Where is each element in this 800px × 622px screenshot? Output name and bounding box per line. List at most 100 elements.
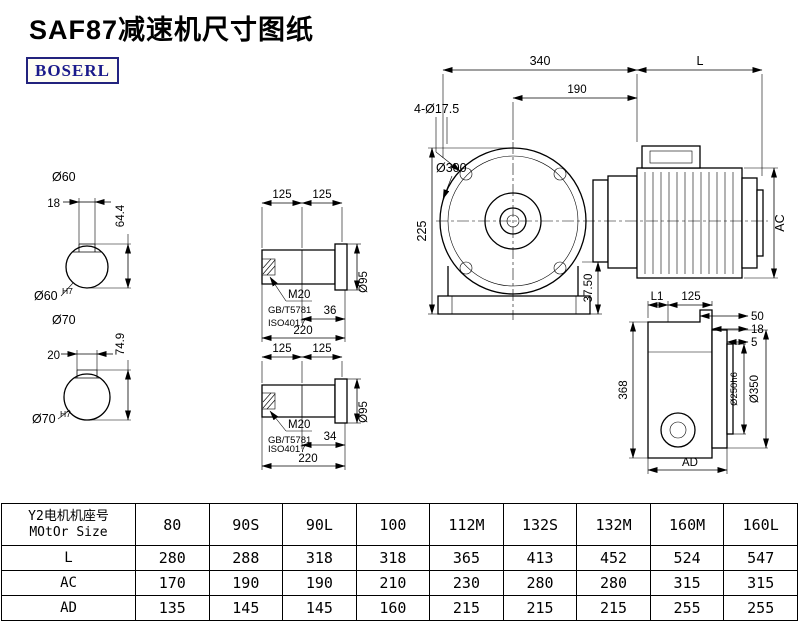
table-cell: 190: [282, 570, 357, 596]
keywidth18-label: 18: [47, 198, 60, 210]
table-cell: 230: [429, 570, 504, 596]
table-cell: 413: [502, 545, 578, 571]
shaft-flange-95: [334, 243, 348, 291]
dim340-label: 340: [530, 54, 551, 68]
col-header: 80: [135, 503, 210, 546]
fit70-label: Ø70: [32, 412, 56, 426]
front-view: 340 L 190 4-Ø17.5 Ø300 225 37.50: [414, 54, 787, 320]
height749-label: 74.9: [115, 333, 127, 355]
dimL1-label: L1: [651, 291, 664, 303]
table-cell: 318: [282, 545, 357, 571]
dim5-label: 5: [751, 337, 757, 349]
std-gb-label: GB/T5781: [268, 305, 311, 316]
holes-label: 4-Ø17.5: [414, 102, 459, 116]
table-cell: 365: [429, 545, 504, 571]
dim3750-label: 37.50: [583, 274, 595, 303]
thread-m20-label: M20: [288, 419, 310, 431]
table-cell: 288: [208, 545, 284, 571]
shaft-bore-70: [63, 373, 111, 421]
table-cell: 210: [355, 570, 431, 596]
shaft-detail-bottom: 125 125 M20 GB/T5781 ISO4017 34 220: [261, 343, 370, 470]
header-en: MOtOr Size: [29, 524, 108, 540]
table-cell: 160: [355, 595, 431, 621]
table-cell: 255: [723, 595, 798, 621]
bolt-hole: [553, 167, 567, 181]
len220-label: 220: [298, 453, 317, 465]
shaft-cover-circle: [660, 412, 696, 448]
dia350-label: Ø350: [749, 375, 761, 403]
table-cell: 318: [355, 545, 431, 571]
len220-label: 220: [293, 325, 312, 337]
table-cell: 315: [723, 570, 798, 596]
dim225-label: 225: [415, 221, 429, 242]
dimension-drawing: Ø60 18 Ø60 H7 64.4 Ø70: [32, 54, 787, 474]
col-header: 112M: [429, 503, 504, 546]
dia95-label: Ø95: [358, 271, 370, 293]
side-view: L1 125 50 18 5 368 Ø250h6 Ø350: [618, 291, 769, 474]
table-cell: 547: [723, 545, 798, 571]
seg125c-label: 125: [272, 343, 291, 355]
motor-size-table: Y2电机机座号 MOtOr Size 80 90S 90L 100 112M 1…: [1, 503, 798, 621]
table-cell: 280: [576, 570, 651, 596]
col-header: 132M: [576, 503, 651, 546]
dimL-label: L: [697, 54, 704, 68]
std-iso-label: ISO4017: [268, 444, 306, 455]
thread-m20-label: M20: [288, 289, 310, 301]
row-label: AD: [1, 595, 136, 621]
col-header: 90S: [208, 503, 284, 546]
table-cell: 315: [649, 570, 725, 596]
gearbox-side-body: [647, 309, 713, 459]
table-cell: 255: [649, 595, 725, 621]
row-label: L: [1, 545, 136, 571]
row-label: AC: [1, 570, 136, 596]
motor-end-cap: [741, 177, 758, 269]
terminal-box: [641, 145, 701, 169]
table-cell: 280: [502, 570, 578, 596]
len36-label: 36: [324, 305, 337, 317]
table-cell: 190: [208, 570, 284, 596]
dim125-label: 125: [681, 291, 700, 303]
table-row-AD: AD 135 145 145 160 215 215 215 255 255: [1, 595, 798, 621]
dia60-label: Ø60: [52, 170, 76, 184]
brand-logo: BOSERL: [26, 57, 119, 85]
dimAC-label: AC: [773, 214, 787, 231]
header-cn: Y2电机机座号: [28, 508, 109, 524]
dia300-label: Ø300: [436, 161, 467, 175]
shaft-end-view-60: Ø60 18 Ø60 H7 64.4: [34, 170, 131, 303]
table-cell: 170: [135, 570, 210, 596]
table-cell: 145: [208, 595, 284, 621]
table-cell: 215: [502, 595, 578, 621]
col-header: 90L: [282, 503, 357, 546]
output-flange: [711, 329, 728, 449]
shaft-body: [261, 384, 336, 418]
bolt-hole: [459, 261, 473, 275]
dim190-label: 190: [567, 84, 586, 96]
seg125d-label: 125: [312, 343, 331, 355]
table-cell: 145: [282, 595, 357, 621]
table-header-motor-size: Y2电机机座号 MOtOr Size: [1, 503, 136, 546]
dia70-label: Ø70: [52, 313, 76, 327]
table-cell: 452: [576, 545, 651, 571]
dim368-label: 368: [618, 380, 630, 399]
dim50-label: 50: [751, 311, 764, 323]
page-title: SAF87减速机尺寸图纸: [29, 15, 315, 45]
motor: [592, 145, 764, 279]
bolt-hole: [459, 167, 473, 181]
fit70-sup: H7: [60, 409, 71, 419]
fit60-sup: H7: [62, 286, 73, 296]
table-cell: 215: [429, 595, 504, 621]
fit60-label: Ø60: [34, 289, 58, 303]
table-cell: 135: [135, 595, 210, 621]
len34-label: 34: [324, 431, 337, 443]
shaft-detail-top: 125 125 M20 GB/T5781 ISO4017 36 220: [261, 189, 370, 342]
shaft-end-view-70: Ø70 20 Ø70 H7 74.9: [32, 313, 131, 426]
dia95-label: Ø95: [358, 401, 370, 423]
col-header: 160M: [649, 503, 725, 546]
gearbox-base: [437, 295, 591, 315]
col-header: 100: [355, 503, 431, 546]
height644-label: 64.4: [115, 204, 127, 227]
motor-body: [636, 167, 743, 279]
table-row-AC: AC 170 190 190 210 230 280 280 315 315: [1, 570, 798, 596]
dimAD-label: AD: [682, 457, 698, 469]
